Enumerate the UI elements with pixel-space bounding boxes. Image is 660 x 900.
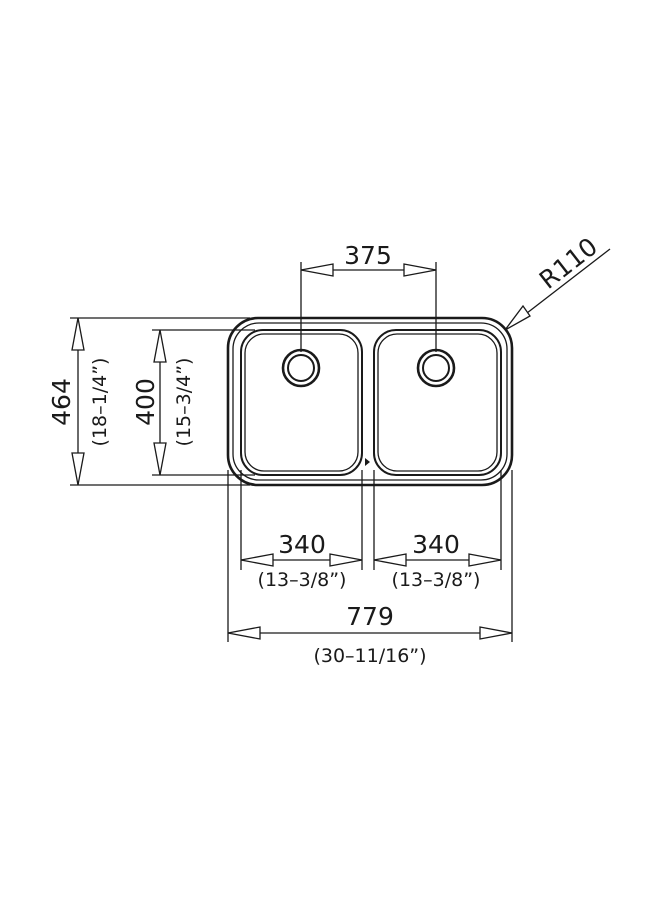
bowl-depth-inch-label: (15–3/4”) <box>173 358 195 447</box>
overall-width-inch-label: (30–11/16”) <box>313 645 426 667</box>
right-bowl-width-inch-label: (13–3/8”) <box>392 569 481 591</box>
sink-body <box>226 316 514 487</box>
left-bowl-width-label: 340 <box>278 530 326 559</box>
sink-outer-rim <box>226 316 514 487</box>
radius-label: R110 <box>534 232 603 295</box>
drain-spacing-dimension: 375 <box>300 241 437 352</box>
right-bowl-width-label: 340 <box>412 530 460 559</box>
overall-depth-inch-label: (18–1/4”) <box>89 358 111 447</box>
divider-mark <box>365 458 370 466</box>
right-drain-inner <box>422 354 450 382</box>
right-bowl <box>373 329 502 476</box>
right-bowl-inner <box>377 333 498 472</box>
bowl-width-dimensions: 340 (13–3/8”) 340 (13–3/8”) <box>240 470 502 591</box>
bowl-depth-dimension: 400 (15–3/4”) <box>131 329 255 476</box>
overall-width-dimension: 779 (30–11/16”) <box>227 470 513 667</box>
overall-depth-dimension: 464 (18–1/4”) <box>47 317 250 486</box>
sink-inner-rim <box>232 322 508 481</box>
right-bowl-outline <box>373 329 502 476</box>
left-drain-inner <box>287 354 315 382</box>
overall-width-label: 779 <box>346 602 394 631</box>
drain-spacing-label: 375 <box>344 241 392 270</box>
overall-depth-label: 464 <box>47 378 76 426</box>
left-bowl-width-inch-label: (13–3/8”) <box>258 569 347 591</box>
bowl-depth-label: 400 <box>131 378 160 426</box>
radius-dimension: R110 <box>504 232 611 331</box>
